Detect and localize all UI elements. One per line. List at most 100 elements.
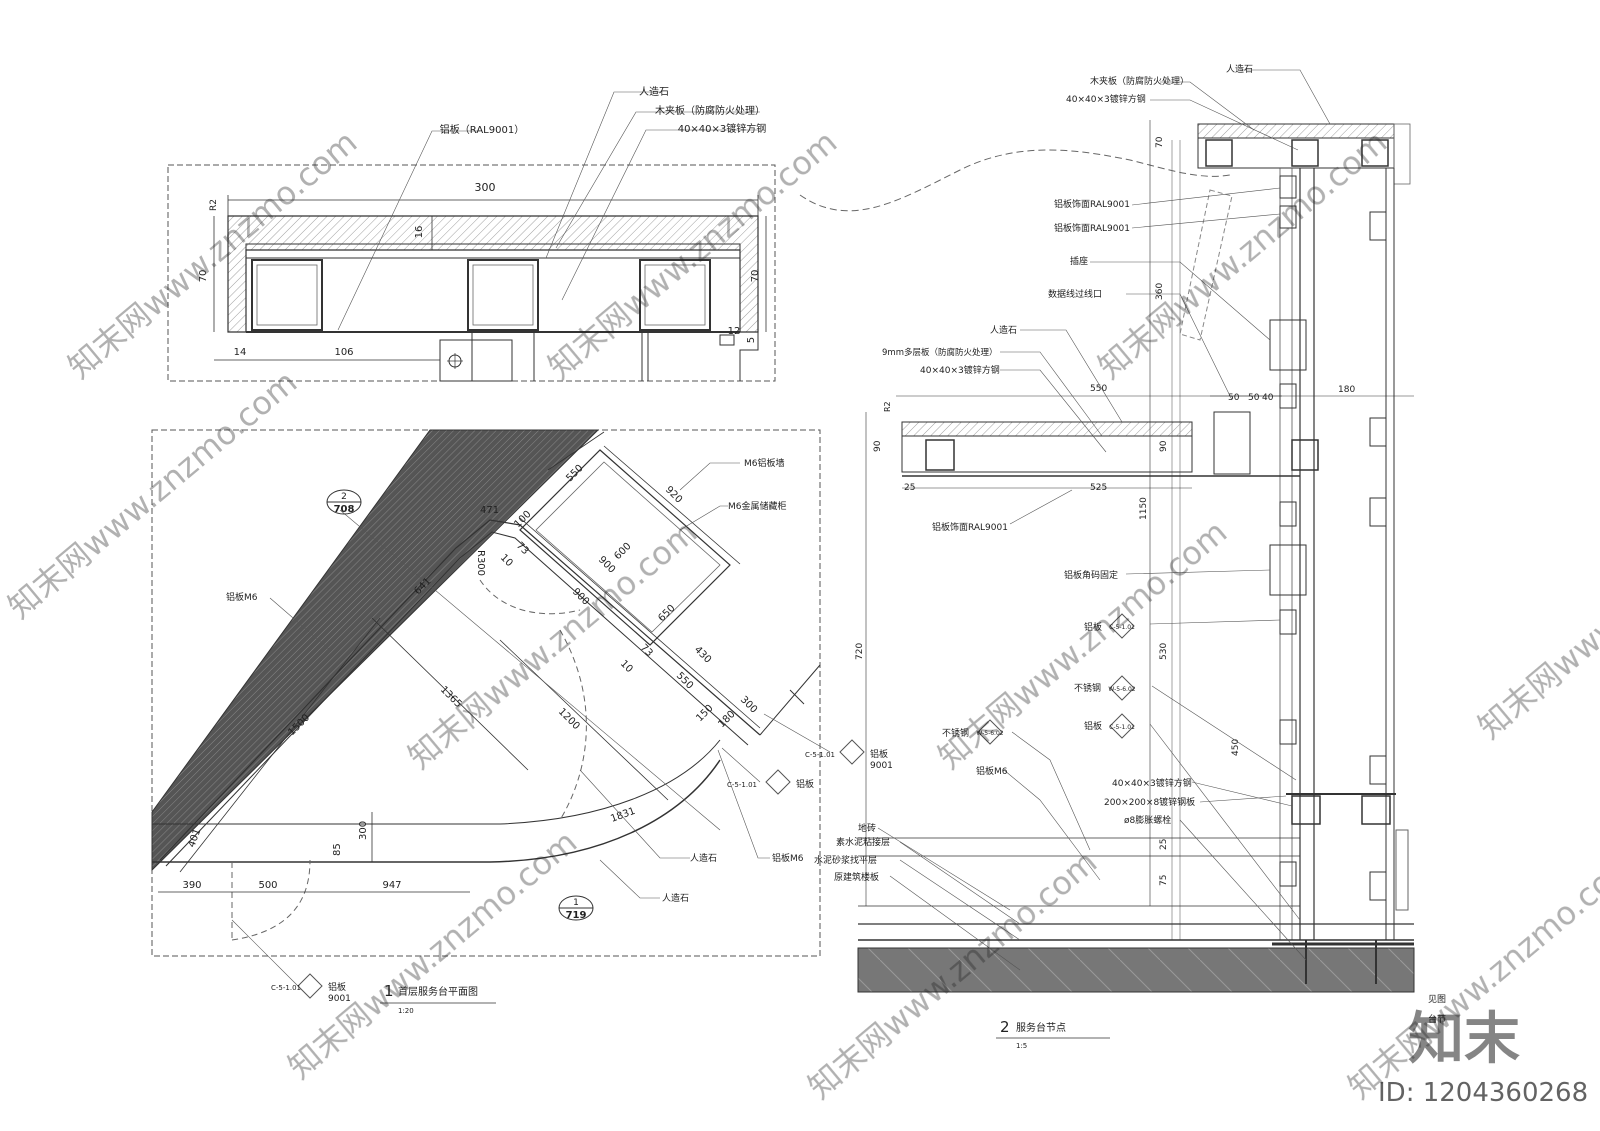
- sec-mid-box: [1213, 411, 1251, 475]
- break-line-curve: [799, 149, 1231, 212]
- sec-dim-90-a: 90: [873, 440, 883, 452]
- watermark-text-4: 知末网www.znzmo.com: [1, 363, 305, 626]
- plan-leader-stone-b: [599, 859, 660, 899]
- sec-dim-r2: R2: [883, 401, 892, 412]
- plan-alum-9001-b2: 9001: [328, 994, 351, 1004]
- plan-dim-85: 85: [332, 843, 343, 856]
- plan-alum-9001-b: 铝板: [328, 981, 346, 993]
- plan-code-marker-b: C-5-1.01 铝板: [727, 769, 814, 795]
- watermark-text-3: 知末网www.znzmo.com: [1091, 123, 1395, 386]
- plan-leader-alm6: [269, 597, 331, 651]
- sec-clip-1: [1279, 175, 1297, 199]
- sec-angled-panel: [1179, 189, 1233, 341]
- plan-dim-stack-2: [547, 431, 605, 471]
- sec-dim-40: 40: [1262, 393, 1274, 403]
- plan-dim-550-b: 550: [674, 670, 695, 691]
- plan-alum-b: 铝板: [796, 778, 814, 790]
- sec-leader-stone-top: [1240, 69, 1331, 125]
- plan-dim-r300: R300: [475, 550, 486, 576]
- sec-top-edge: [1393, 123, 1411, 185]
- sec-clip-12: [1369, 871, 1387, 901]
- watermark-text-7: 知末网www.znzmo.com: [1471, 483, 1600, 746]
- plan-title-num: 1: [384, 982, 394, 1000]
- sec-dim-75: 75: [1159, 875, 1169, 886]
- plan-curve-outer: [152, 739, 721, 825]
- plan-label-wall: M6铝板墙: [744, 457, 785, 469]
- top-steel-tube-1: [251, 259, 323, 331]
- plan-callout-bottom: 1 719: [558, 895, 594, 921]
- sec-leader-socket: [1090, 261, 1271, 341]
- section-view: 70 360 550 R2 90 90 25 525 50 50 40 180 …: [814, 63, 1446, 1050]
- plan-dim-1500: [179, 617, 381, 873]
- dim-16: 16: [414, 226, 425, 239]
- sec-label-steel-low: 40×40×3镀锌方钢: [1112, 777, 1192, 789]
- sec-leader-alface-1: [1131, 187, 1281, 206]
- plan-leader-code-a: [763, 713, 831, 753]
- sec-label-plywood: 木夹板（防腐防火处理）: [1090, 75, 1189, 87]
- sec-mid-tube: [925, 439, 955, 471]
- plan-callout-top-num: 2: [341, 492, 347, 502]
- plan-counter-inner: [159, 519, 761, 861]
- plan-alum-9001-a2: 9001: [870, 761, 893, 771]
- sec-dim-25-a: 25: [904, 483, 915, 493]
- sec-dim-90-b: 90: [1159, 440, 1169, 452]
- plan-callout-bottom-num: 1: [573, 898, 579, 908]
- sec-low-tube-1: [1291, 795, 1321, 825]
- plan-dim-1365: [371, 617, 529, 771]
- sec-leader-bond: [899, 841, 1021, 925]
- sec-label-ply9: 9mm多层板（防腐防火处理）: [882, 347, 997, 358]
- sec-leader-alface-2: [1131, 213, 1281, 229]
- sec-clip-7: [1369, 497, 1387, 527]
- top-steel-tube-3: [639, 259, 711, 331]
- plan-dim-1831: 1831: [609, 806, 637, 825]
- sec-code-marker-c: C-5-1.01: [1109, 613, 1135, 639]
- plan-dim-73-b: 73: [638, 642, 655, 659]
- sec-leader-stainless-1: [1151, 685, 1297, 781]
- sec-label-level: 水泥砂浆找平层: [814, 854, 877, 866]
- sec-mid-frame: [901, 435, 1193, 473]
- sec-label-stone-top: 人造石: [1226, 63, 1253, 75]
- sec-corner-note-2: 台节: [1428, 1013, 1446, 1025]
- plan-callout-bottom-ref: 719: [566, 910, 587, 921]
- plan-cabinet: [519, 449, 731, 646]
- sec-top-tube-1: [1205, 139, 1233, 167]
- plan-label-alm6-b: 铝板M6: [772, 852, 804, 864]
- sec-clip-6: [1369, 417, 1387, 447]
- plan-scale: 1:20: [398, 1007, 414, 1015]
- sec-label-alface-1: 铝板饰面RAL9001: [1054, 198, 1130, 210]
- plan-door-swing: [479, 579, 581, 615]
- sec-code-w1: W-5-6.02: [1108, 686, 1135, 693]
- plan-dim-10-a: 10: [498, 552, 515, 569]
- sec-title: 服务台节点: [1016, 1021, 1066, 1034]
- sec-label-steel-mid: 40×40×3镀锌方钢: [920, 364, 1000, 376]
- sec-leader-tile: [877, 827, 1011, 911]
- sec-label-stone-mid: 人造石: [990, 324, 1017, 336]
- label-steel: 40×40×3镀锌方钢: [678, 122, 767, 135]
- dim-12: 12: [728, 326, 741, 337]
- plan-dim-1200: [499, 639, 669, 801]
- sec-slab: [857, 947, 1415, 993]
- sec-mid-stone: [901, 421, 1193, 437]
- plan-counter-inner-2: [165, 531, 749, 867]
- sec-code-c: C-5-1.01: [1109, 624, 1135, 631]
- dim-14: 14: [234, 347, 247, 358]
- sec-code-w2: W-5-6.02: [976, 730, 1003, 737]
- plan-leader-cabinet: [679, 505, 728, 531]
- top-steel-tube-3-inner: [644, 264, 706, 326]
- sec-label-socket: 插座: [1070, 255, 1088, 267]
- dim-70-right: 70: [750, 270, 761, 283]
- sec-clip-11: [1279, 861, 1297, 887]
- top-right-stub: [726, 331, 759, 381]
- sec-clip-10: [1369, 755, 1387, 785]
- plan-alum-9001-a: 铝板: [870, 748, 888, 760]
- plan-exit-line-2: [789, 689, 805, 705]
- sec-mid-tube-2: [1291, 439, 1319, 471]
- plan-code-marker-a: C-5-1.01 铝板 9001: [805, 739, 893, 771]
- label-stone: 人造石: [639, 85, 669, 98]
- plan-dim-471: 471: [480, 505, 499, 516]
- plan-dark-wall: [151, 429, 600, 872]
- leader-steel: [561, 129, 760, 301]
- sec-clip-8: [1279, 609, 1297, 635]
- sec-leader-bolt: [1179, 819, 1307, 961]
- sec-clip-9: [1279, 719, 1297, 745]
